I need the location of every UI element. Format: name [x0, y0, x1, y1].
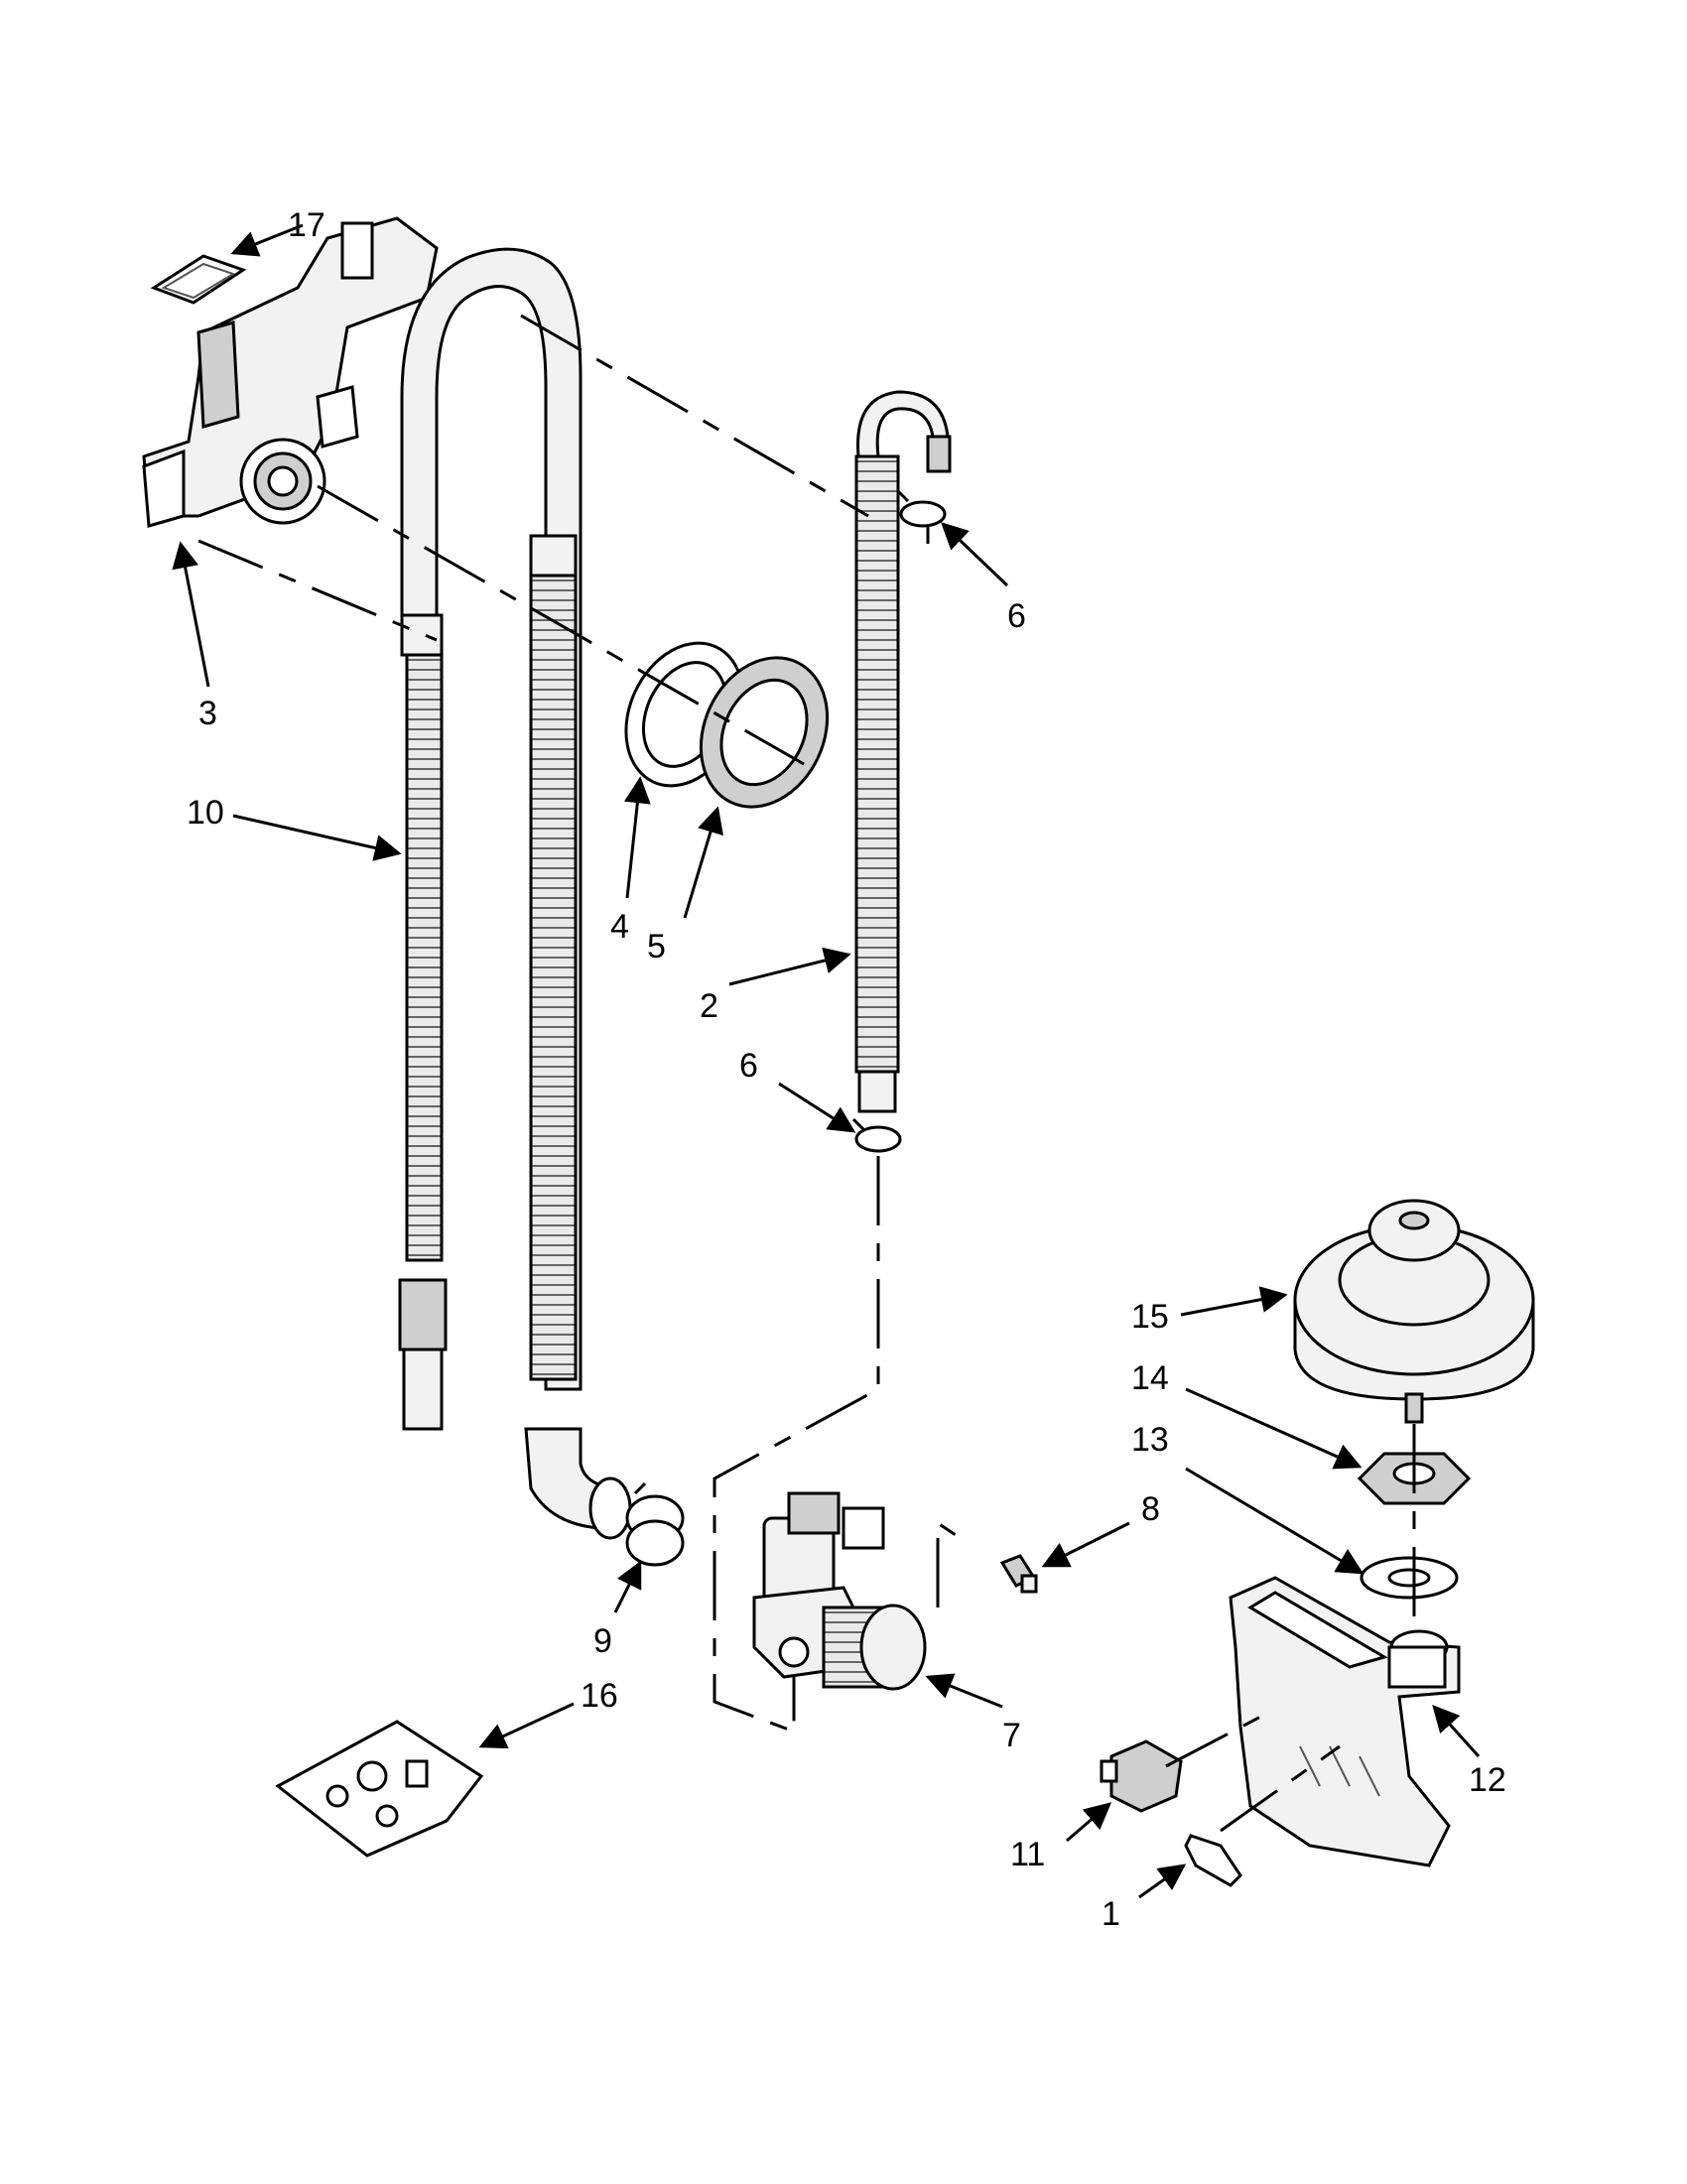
leader-4 [623, 776, 651, 899]
leader-13 [1185, 1467, 1364, 1575]
callout-10: 10 [187, 794, 224, 832]
part-6-clamp-upper [896, 489, 947, 544]
callout-1: 1 [1102, 1895, 1120, 1933]
part-6-clamp-lower [851, 1117, 902, 1153]
callout-2: 2 [700, 987, 718, 1025]
leader-1 [1138, 1863, 1187, 1899]
callout-13: 13 [1131, 1421, 1169, 1459]
part-15-float [1293, 1199, 1535, 1424]
callout-4: 4 [610, 908, 629, 946]
callout-5: 5 [647, 928, 666, 965]
leader-11 [1066, 1802, 1112, 1843]
callout-6-upper: 6 [1007, 597, 1026, 635]
callout-17: 17 [288, 206, 325, 244]
part-9-clamp [625, 1481, 685, 1567]
assembly-lines [197, 314, 1416, 1833]
callout-3: 3 [198, 695, 217, 732]
part-8-screw [999, 1554, 1038, 1594]
leader-16 [478, 1702, 575, 1749]
assembly-line-3-to-5 [317, 484, 805, 766]
assembly-line-3-to-10 [197, 539, 438, 642]
leader-8 [1041, 1521, 1130, 1568]
leader-14 [1185, 1387, 1363, 1470]
part-10-drain-hose [398, 247, 632, 1540]
leader-3 [172, 541, 210, 688]
callout-9: 9 [593, 1622, 612, 1660]
part-12-switch-bracket [1229, 1576, 1461, 1867]
leader-arrows [172, 223, 1481, 1899]
assembly-line-7-to-8 [936, 1520, 969, 1607]
leader-12 [1432, 1704, 1481, 1758]
callout-12: 12 [1469, 1761, 1506, 1799]
leader-5 [683, 806, 723, 919]
assembly-line-10-to-2 [520, 314, 869, 518]
leader-9 [613, 1560, 642, 1613]
part-16-hardware-bag [275, 1720, 484, 1858]
callout-6-lower: 6 [739, 1047, 758, 1085]
callout-7: 7 [1002, 1717, 1021, 1754]
callout-15: 15 [1131, 1298, 1169, 1336]
callout-14: 14 [1131, 1359, 1169, 1397]
part-17-cover-plate [150, 254, 247, 305]
leader-15 [1180, 1286, 1288, 1317]
leader-10 [232, 814, 402, 861]
leader-6-lower [778, 1082, 856, 1133]
part-3-vent-housing [142, 216, 439, 528]
part-1-clip [1184, 1834, 1242, 1887]
leader-7 [925, 1673, 1003, 1709]
part-13-washer [1360, 1556, 1459, 1600]
assembly-line-11-to-12 [1165, 1710, 1271, 1768]
part-5-nut [699, 656, 830, 809]
part-2-inlet-hose [854, 390, 952, 1113]
callout-16: 16 [581, 1677, 618, 1715]
leader-17 [230, 223, 304, 257]
leader-6-upper [941, 522, 1009, 587]
callout-labels: 17 3 10 4 5 6 2 6 7 8 9 16 15 14 13 12 1… [187, 206, 1506, 1933]
part-7-water-valve [752, 1491, 927, 1691]
assembly-line-1-to-12 [1220, 1744, 1341, 1833]
leader-2 [728, 947, 851, 986]
callout-8: 8 [1141, 1490, 1160, 1528]
assembly-line-6-to-7 [713, 1156, 880, 1734]
callout-11: 11 [1010, 1836, 1045, 1873]
part-11-switch [1100, 1739, 1183, 1813]
